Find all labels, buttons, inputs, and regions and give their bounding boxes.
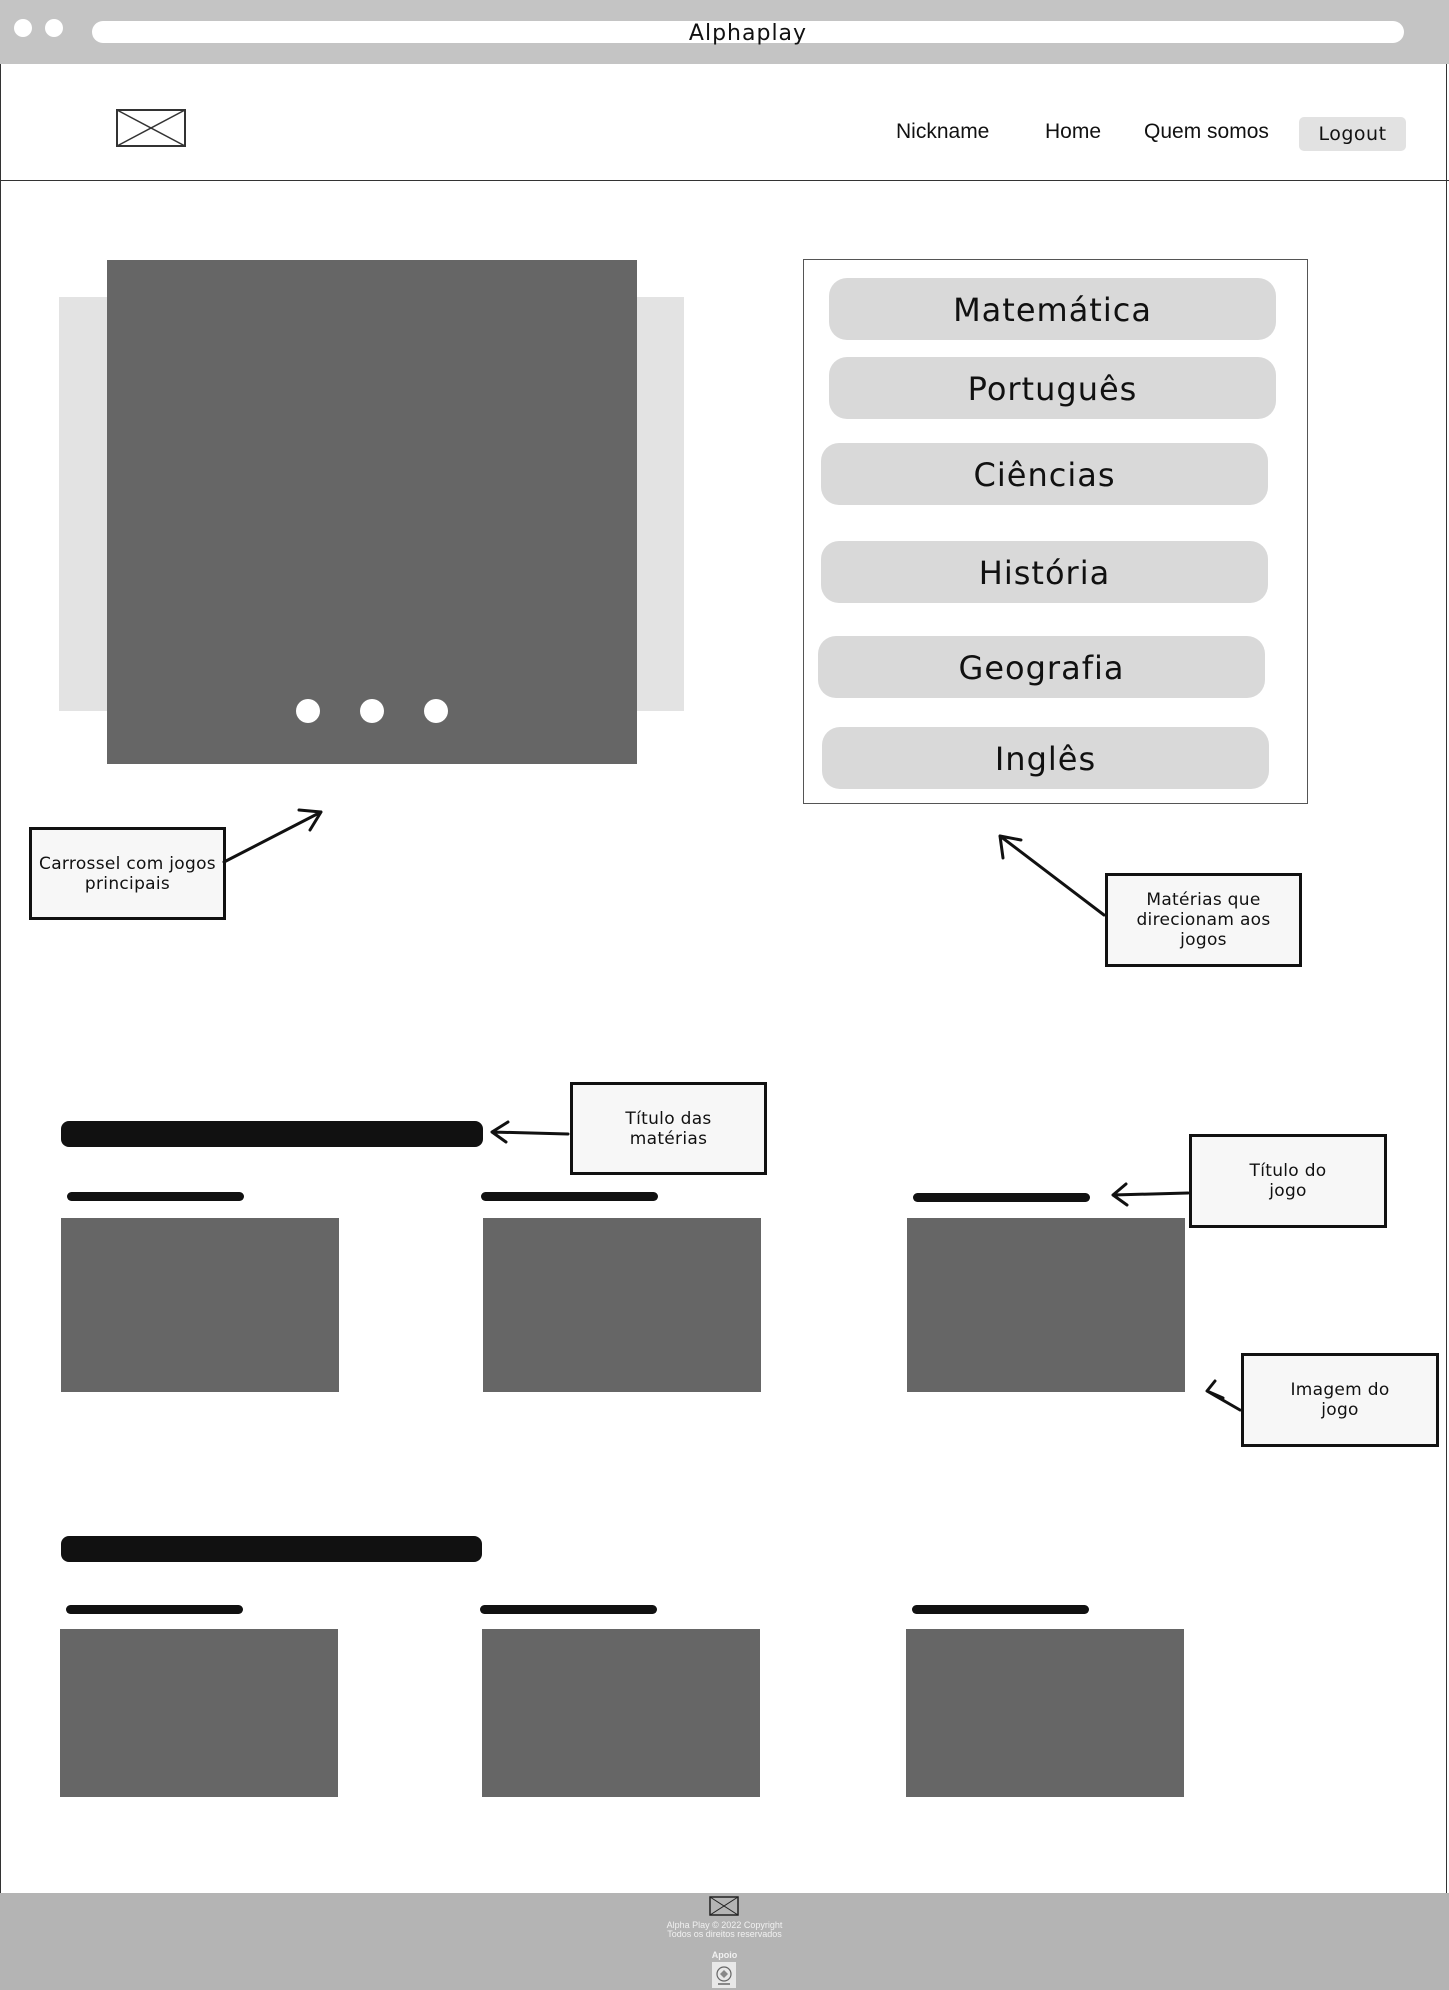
carousel-dot-1[interactable] (296, 699, 320, 723)
game-title-bar (912, 1605, 1089, 1614)
logo-placeholder-icon[interactable] (116, 109, 186, 147)
carousel-slide[interactable] (107, 260, 637, 764)
game-title-bar (913, 1193, 1090, 1202)
footer-logo-placeholder-icon (709, 1896, 739, 1916)
game-image[interactable] (907, 1218, 1185, 1392)
section-title-bar (61, 1121, 483, 1147)
subject-portugues-button[interactable]: Português (829, 357, 1276, 419)
subject-ciencias-button[interactable]: Ciências (821, 443, 1268, 505)
nav-quem-somos[interactable]: Quem somos (1144, 120, 1269, 143)
carousel-dot-3[interactable] (424, 699, 448, 723)
address-bar[interactable]: Alphaplay (92, 21, 1404, 46)
subject-ingles-button[interactable]: Inglês (822, 727, 1269, 789)
annotation-subjects: Matérias que direcionam aos jogos (1105, 873, 1302, 967)
game-title-bar (66, 1605, 243, 1614)
annotation-carousel: Carrossel com jogos principais (29, 827, 226, 920)
annotation-game-image-text: Imagem do jogo (1290, 1380, 1390, 1420)
annotation-game-title: Título do jogo (1189, 1134, 1387, 1228)
browser-chrome: Alphaplay (0, 0, 1449, 64)
game-title-bar (480, 1605, 657, 1614)
nav-home[interactable]: Home (1045, 120, 1102, 143)
site-header: Nickname Home Quem somos Logout (0, 64, 1449, 181)
subject-matematica-button[interactable]: Matemática (829, 278, 1276, 340)
nav-nickname[interactable]: Nickname (896, 120, 990, 143)
window-control-minimize[interactable] (45, 19, 63, 37)
annotation-section-title: Título das matérias (570, 1082, 767, 1175)
logout-button[interactable]: Logout (1299, 117, 1406, 151)
site-footer: Alpha Play © 2022 Copyright Todos os dir… (0, 1893, 1449, 1990)
game-image[interactable] (61, 1218, 339, 1392)
game-image[interactable] (60, 1629, 338, 1797)
game-title-bar (67, 1192, 244, 1201)
game-title-bar (481, 1192, 658, 1201)
section-title-bar (61, 1536, 482, 1562)
annotation-section-title-text: Título das matérias (625, 1108, 712, 1149)
subject-geografia-button[interactable]: Geografia (818, 636, 1265, 698)
footer-copyright: Alpha Play © 2022 Copyright (666, 1920, 783, 1930)
annotation-carousel-text: Carrossel com jogos principais (39, 853, 216, 894)
support-emblem-icon (712, 1962, 736, 1988)
footer-support-label: Apoio (711, 1950, 738, 1960)
footer-rights: Todos os direitos reservados (667, 1929, 782, 1939)
game-image[interactable] (483, 1218, 761, 1392)
subject-historia-button[interactable]: História (821, 541, 1268, 603)
game-image[interactable] (906, 1629, 1184, 1797)
subjects-panel (803, 259, 1308, 804)
annotation-subjects-text: Matérias que direcionam aos jogos (1136, 890, 1271, 950)
game-image[interactable] (482, 1629, 760, 1797)
annotation-game-image: Imagem do jogo (1241, 1353, 1439, 1447)
carousel-dot-2[interactable] (360, 699, 384, 723)
window-control-close[interactable] (14, 19, 32, 37)
annotation-game-title-text: Título do jogo (1249, 1161, 1327, 1201)
window-title: Alphaplay (688, 21, 808, 46)
